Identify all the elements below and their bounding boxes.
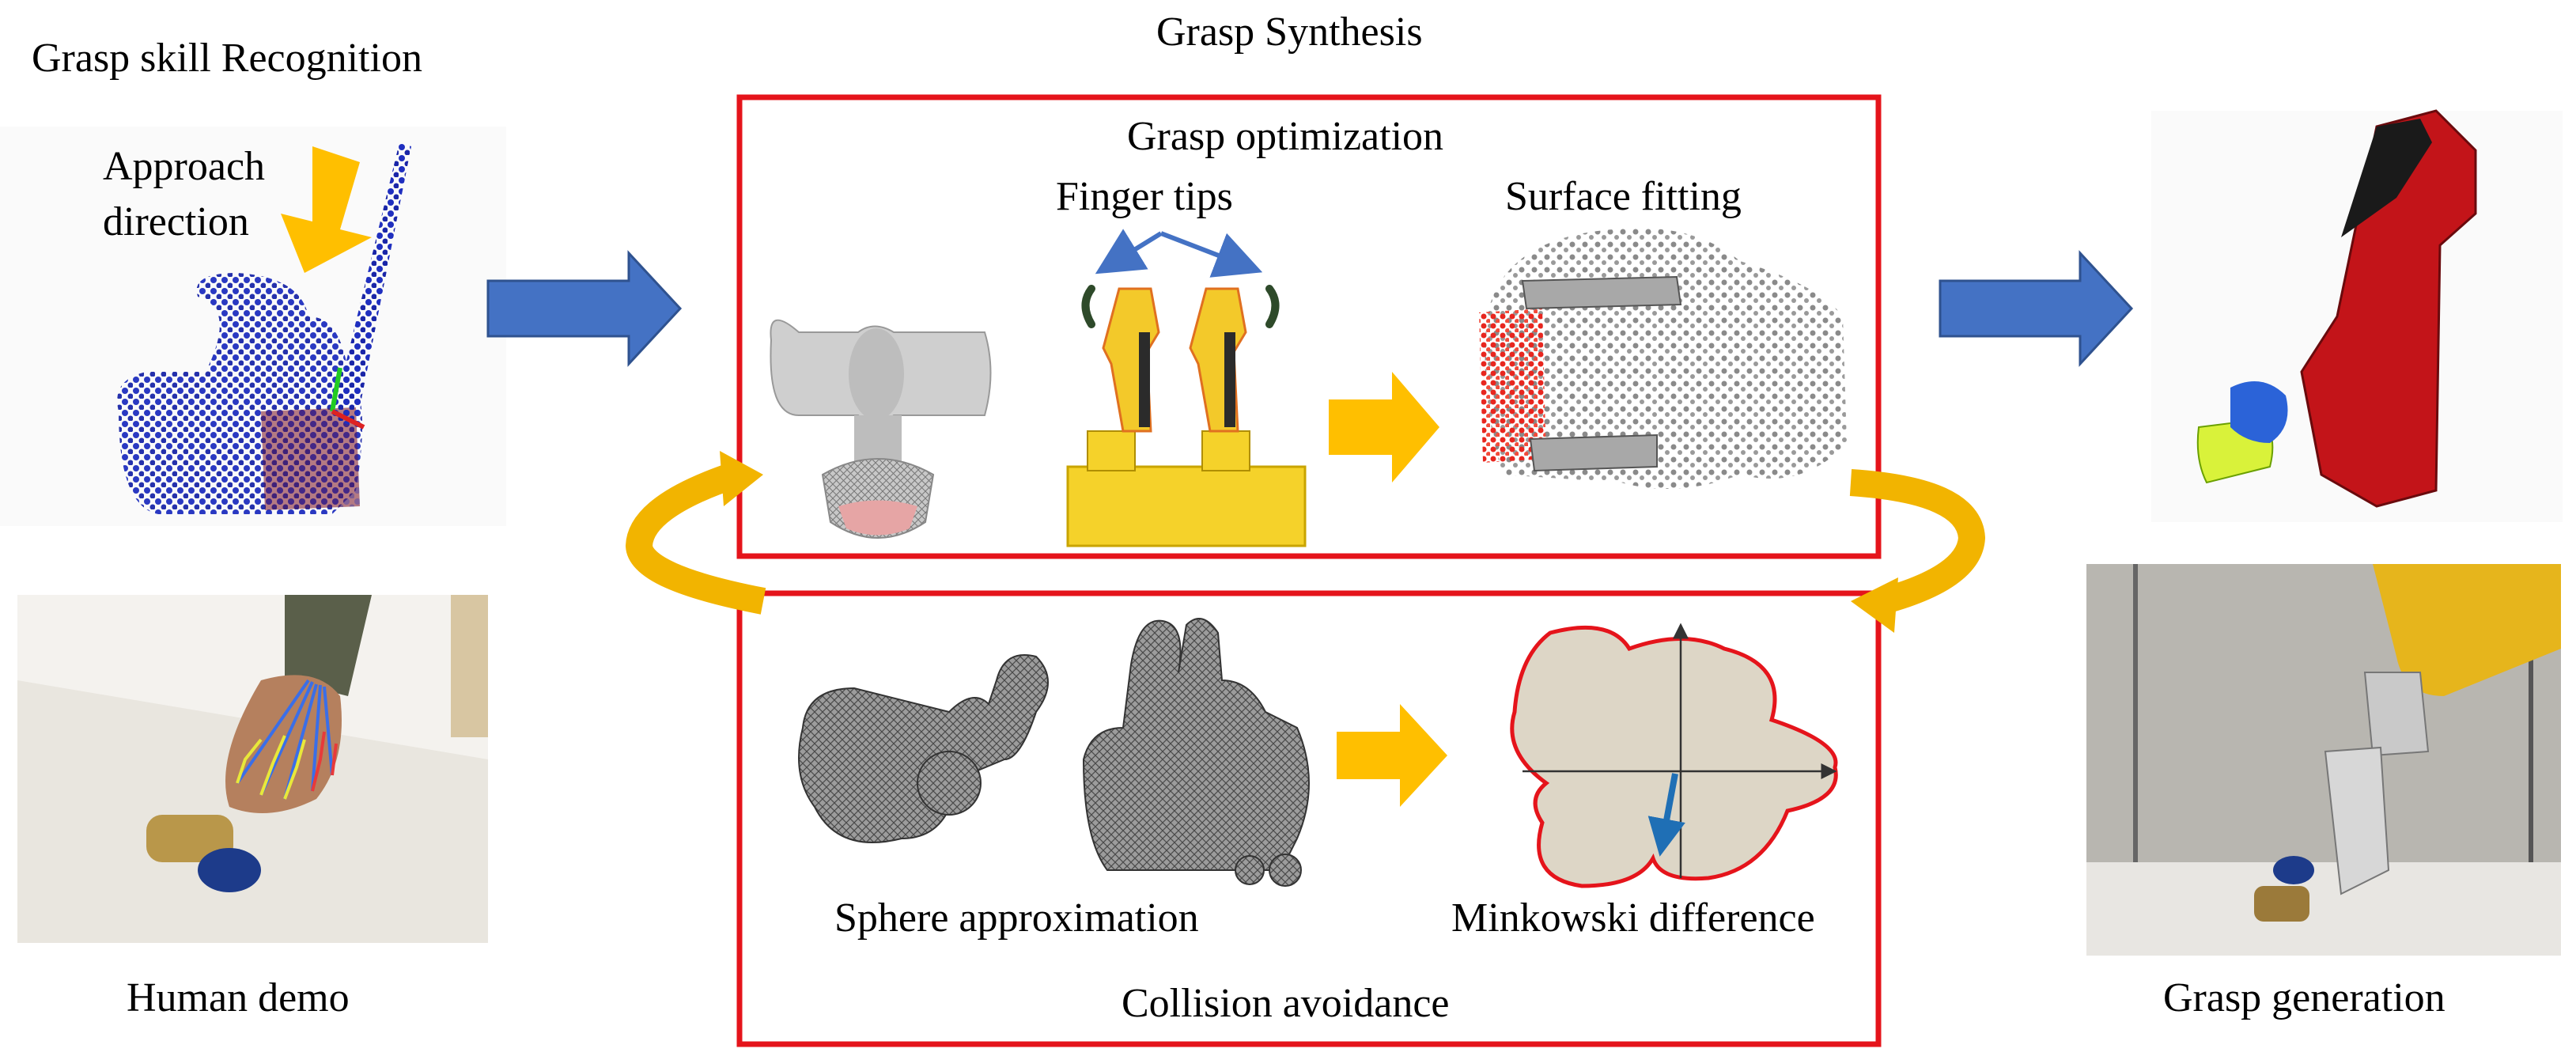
label-grasp-synthesis: Grasp Synthesis [1156, 9, 1423, 55]
circular-loop-arrow-icon [1849, 469, 1986, 633]
yellow-arrow-down-icon [281, 146, 372, 273]
robot-grasp-photo [2086, 564, 2561, 956]
label-collision-avoidance: Collision avoidance [1122, 981, 1450, 1026]
flow-arrow-right-icon [1939, 250, 2134, 367]
valve-mesh-model [770, 319, 992, 539]
label-grasp-optimization: Grasp optimization [1127, 114, 1444, 159]
human-demo-photo [17, 595, 488, 943]
yellow-arrow-right-icon [1329, 372, 1439, 483]
circular-loop-arrow-icon [625, 451, 766, 615]
sphere-approx-valve [798, 654, 1049, 843]
label-grasp-skill-recognition: Grasp skill Recognition [32, 36, 422, 81]
gripper-fingers-model [1066, 285, 1307, 547]
label-surface-fitting: Surface fitting [1505, 174, 1742, 219]
label-human-demo: Human demo [127, 975, 350, 1020]
label-minkowski-difference: Minkowski difference [1451, 895, 1815, 941]
label-finger-tips: Finger tips [1056, 174, 1233, 219]
label-grasp-generation: Grasp generation [2163, 975, 2445, 1020]
flow-arrow-right-icon [486, 250, 683, 367]
surface-fitting-cloud [1479, 228, 1847, 489]
sphere-approx-gripper [1082, 618, 1310, 887]
point-cloud-image [0, 127, 506, 526]
label-sphere-approximation: Sphere approximation [834, 895, 1199, 941]
label-approach-line1: Approach [103, 144, 266, 189]
yellow-arrow-right-icon [1337, 704, 1447, 807]
gripper-model-render [2151, 109, 2563, 522]
grasp-optimization-frame [736, 94, 1882, 559]
minkowski-difference-plot [1510, 623, 1838, 888]
label-approach-line2: direction [103, 199, 249, 244]
fingertip-double-arrow-icon [1095, 229, 1263, 278]
collision-avoidance-frame [736, 590, 1882, 1047]
